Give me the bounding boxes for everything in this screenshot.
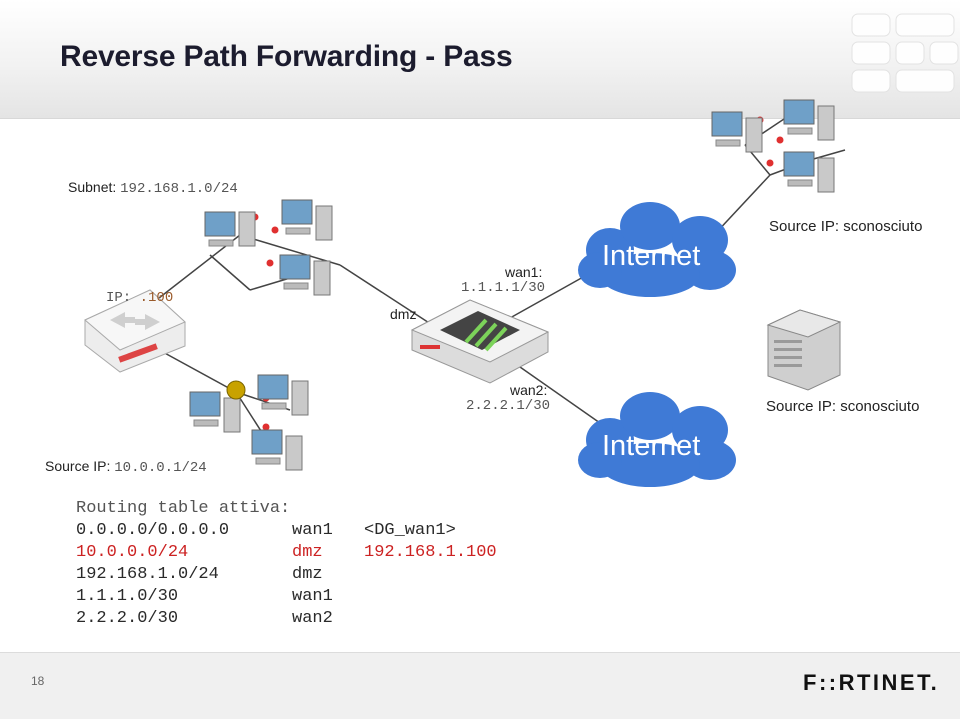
ip-value: .100 [139,290,174,306]
router-icon [226,380,246,400]
routing-table: Routing table attiva: 0.0.0.0/0.0.0.0 wan… [76,498,497,630]
routing-row: 2.2.2.0/30 wan2 [76,608,497,630]
routing-network: 2.2.2.0/30 [76,609,179,628]
routing-row: 1.1.1.0/30 wan1 [76,586,497,608]
subnet-value: 192.168.1.0/24 [120,181,238,197]
source-ip-label: Source IP: 10.0.0.1/24 [45,458,207,476]
routing-gateway: <DG_wan1> [364,521,456,540]
routing-interface: wan1 [292,521,333,540]
source-ip-value: 10.0.0.1/24 [114,460,207,476]
routing-row: 0.0.0.0/0.0.0.0 wan1 <DG_wan1> [76,520,497,542]
cloud-icon [578,392,736,487]
cloud-icon [578,202,736,297]
routing-network: 192.168.1.0/24 [76,565,219,584]
firewall-icon [410,299,550,384]
slide-title: Reverse Path Forwarding - Pass [60,40,513,73]
subnet-label-text: Subnet: [68,179,121,195]
routing-interface: wan1 [292,587,333,606]
routing-interface: wan2 [292,609,333,628]
wan2-value: 2.2.2.1/30 [466,398,551,414]
routing-table-rows: 0.0.0.0/0.0.0.0 wan1 <DG_wan1> 10.0.0.0/24 d… [76,520,497,630]
page-number: 18 [31,674,45,688]
fortinet-logo: F::RTINET. [803,670,940,695]
cloud-top-label: Internet [602,240,701,272]
wan2-label: wan2: [510,382,548,398]
source-ip-unknown-top: Source IP: sconosciuto [769,218,923,235]
link-switch-top-lan [149,234,241,306]
wan1-value: 1.1.1.1/30 [461,280,546,296]
subnet-label: Subnet: 192.168.1.0/24 [68,179,238,197]
routing-network: 1.1.1.0/30 [76,587,179,606]
routing-table-header: Routing table attiva: [76,499,291,518]
cloud-bottom-label: Internet [602,430,701,462]
source-ip-unknown-bottom: Source IP: sconosciuto [766,398,920,415]
routing-network: 0.0.0.0/0.0.0.0 [76,521,230,540]
workstation-icon [189,99,835,471]
server-icon [766,309,842,391]
ip-label: IP: .100 [106,290,173,306]
wan1-label: wan1: [505,264,543,280]
routing-row: 192.168.1.0/24 dmz [76,564,497,586]
slide-footer [0,652,960,719]
source-ip-label-text: Source IP: [45,458,115,474]
ip-label-text: IP: [106,290,132,306]
routing-network: 10.0.0.0/24 [76,543,189,562]
routing-row: 10.0.0.0/24 dmz 192.168.1.100 [76,542,497,564]
routing-gateway: 192.168.1.100 [364,543,497,562]
routing-interface: dmz [292,565,323,584]
dmz-label: dmz [390,306,417,322]
header-logo-decoration [851,13,959,93]
routing-interface: dmz [292,543,323,562]
switch-icon [84,289,186,373]
slide-header [0,0,960,119]
